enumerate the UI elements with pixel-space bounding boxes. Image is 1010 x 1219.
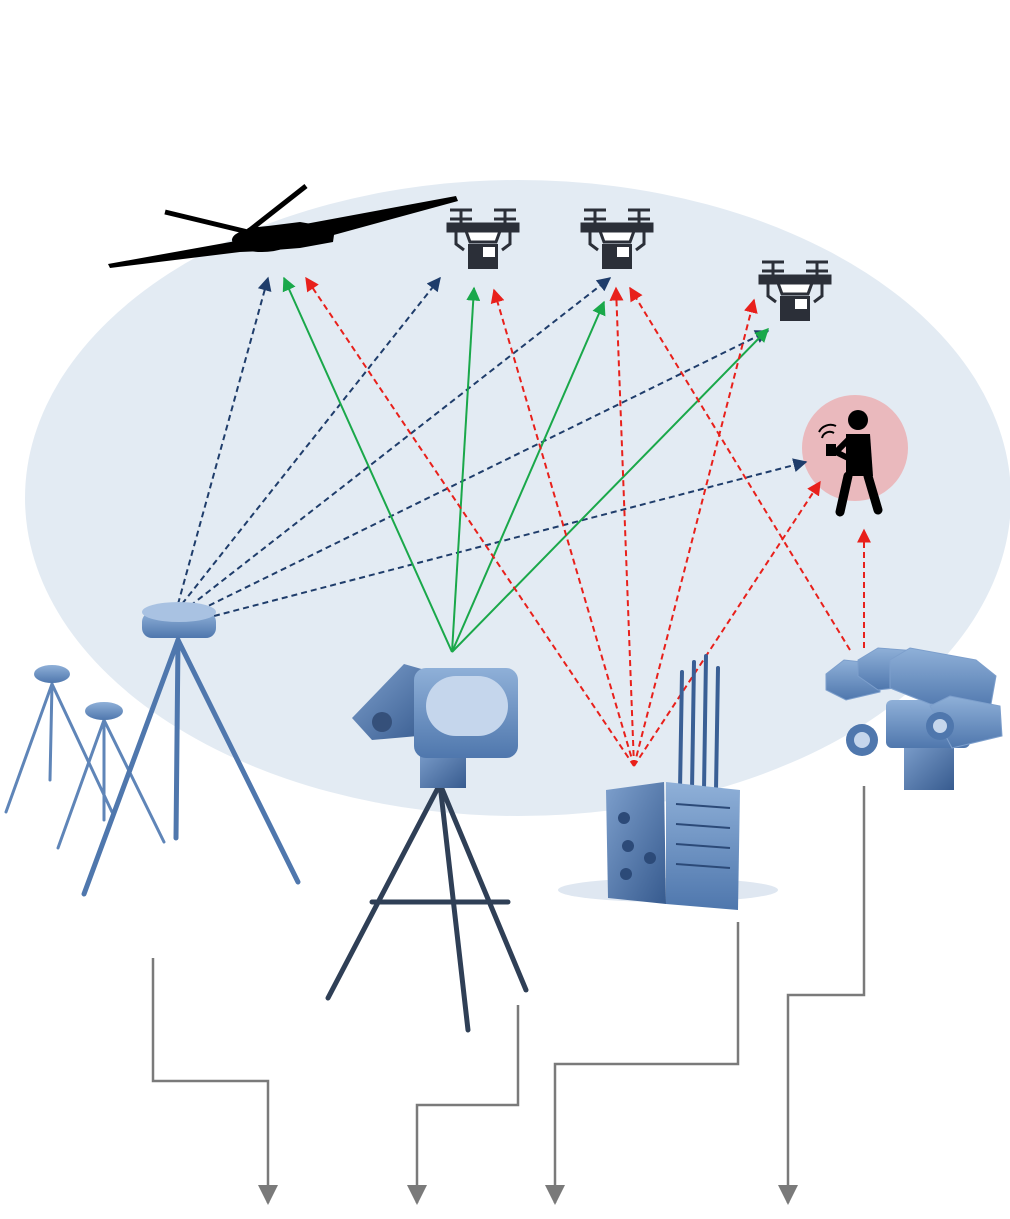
pilot-with-remote-icon bbox=[802, 395, 908, 517]
multi-barrel-jammer-icon bbox=[825, 647, 1003, 790]
radar-on-tripod-icon bbox=[325, 664, 529, 1033]
rf-detector-antenna-icon bbox=[4, 602, 301, 897]
detection-links bbox=[177, 276, 808, 617]
quadcopter-payload-icon bbox=[758, 260, 832, 321]
backpack-jammer-icon bbox=[558, 654, 778, 910]
directional-jammer-connector bbox=[778, 786, 866, 1205]
output-connectors bbox=[151, 786, 866, 1205]
tracking-links bbox=[282, 276, 769, 653]
quadcopter-payload-icon bbox=[580, 208, 654, 269]
quadcopter-payload-icon bbox=[446, 208, 520, 269]
fixed-wing-uav-icon bbox=[108, 184, 458, 268]
rf-detector-connector bbox=[151, 958, 278, 1205]
radar-connector bbox=[407, 1005, 520, 1205]
jamming-links bbox=[305, 276, 871, 767]
jammer-connector bbox=[545, 922, 740, 1205]
